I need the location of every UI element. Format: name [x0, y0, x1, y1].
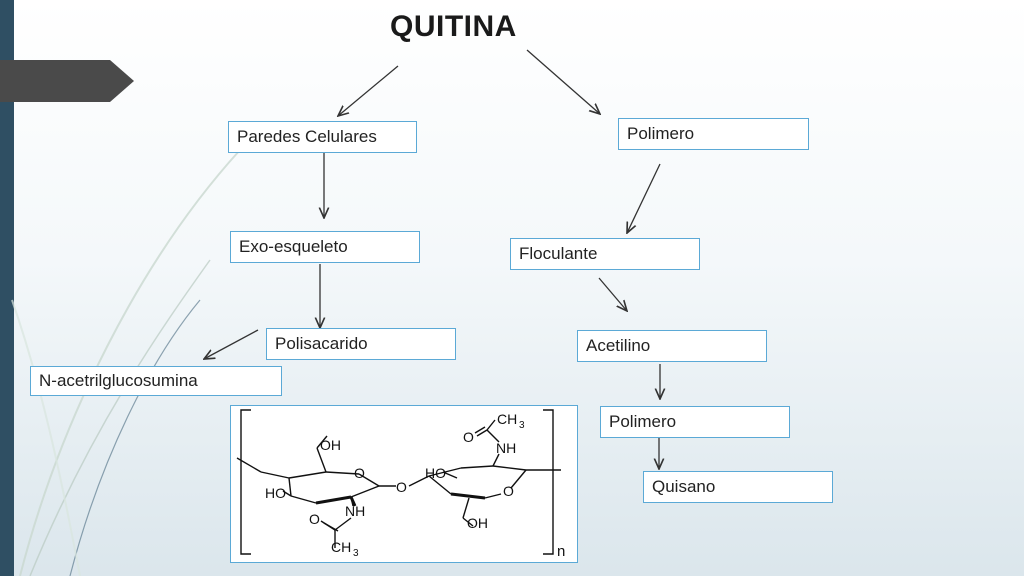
label-o-bridge: O: [396, 479, 407, 495]
label-o-carbonyl-bottom: O: [309, 511, 320, 527]
label-o-ring-left: O: [354, 465, 365, 481]
node-exo-esqueleto: Exo-esqueleto: [230, 231, 420, 263]
chitin-structure-diagram: OH O HO NH O HO O NH OH O CH 3 O CH 3 n: [236, 409, 565, 560]
label-repeat-n: n: [557, 543, 565, 560]
label-o-ring-right: O: [503, 483, 514, 499]
label-ch-top: CH: [497, 411, 517, 427]
node-n-acetilglucosumina: N-acetrilglucosumina: [30, 366, 282, 396]
node-quisano: Quisano: [643, 471, 833, 503]
node-polimero-2: Polimero: [600, 406, 790, 438]
label-oh-top: OH: [320, 437, 341, 453]
label-ch-bottom: CH: [331, 539, 351, 555]
label-sub3-bottom: 3: [353, 548, 359, 559]
node-polisacarido: Polisacarido: [266, 328, 456, 360]
arrow-polisacarido-to-nacetil: [204, 329, 259, 359]
diagram-title: QUITINA: [390, 10, 517, 43]
arrow-title-to-polimero: [526, 49, 600, 114]
arrow-title-to-paredes: [338, 65, 399, 116]
title-tab-arrow: [0, 60, 134, 102]
arrow-floculante-to-acetilino: [598, 277, 627, 311]
label-nh-bottom: NH: [345, 503, 365, 519]
arrow-polimero-to-floculante: [627, 163, 661, 233]
label-o-carbonyl-top: O: [463, 429, 474, 445]
label-oh-bottom: OH: [467, 515, 488, 531]
node-polimero-1: Polimero: [618, 118, 809, 150]
label-ho-left: HO: [265, 485, 286, 501]
sidebar-accent-bar: [0, 0, 14, 576]
chitin-structure-box: OH O HO NH O HO O NH OH O CH 3 O CH 3 n: [230, 405, 578, 563]
label-nh-top: NH: [496, 440, 516, 456]
node-paredes-celulares: Paredes Celulares: [228, 121, 417, 153]
node-floculante: Floculante: [510, 238, 700, 270]
label-ho-right: HO: [425, 465, 446, 481]
label-sub3-top: 3: [519, 420, 525, 431]
node-acetilino: Acetilino: [577, 330, 767, 362]
